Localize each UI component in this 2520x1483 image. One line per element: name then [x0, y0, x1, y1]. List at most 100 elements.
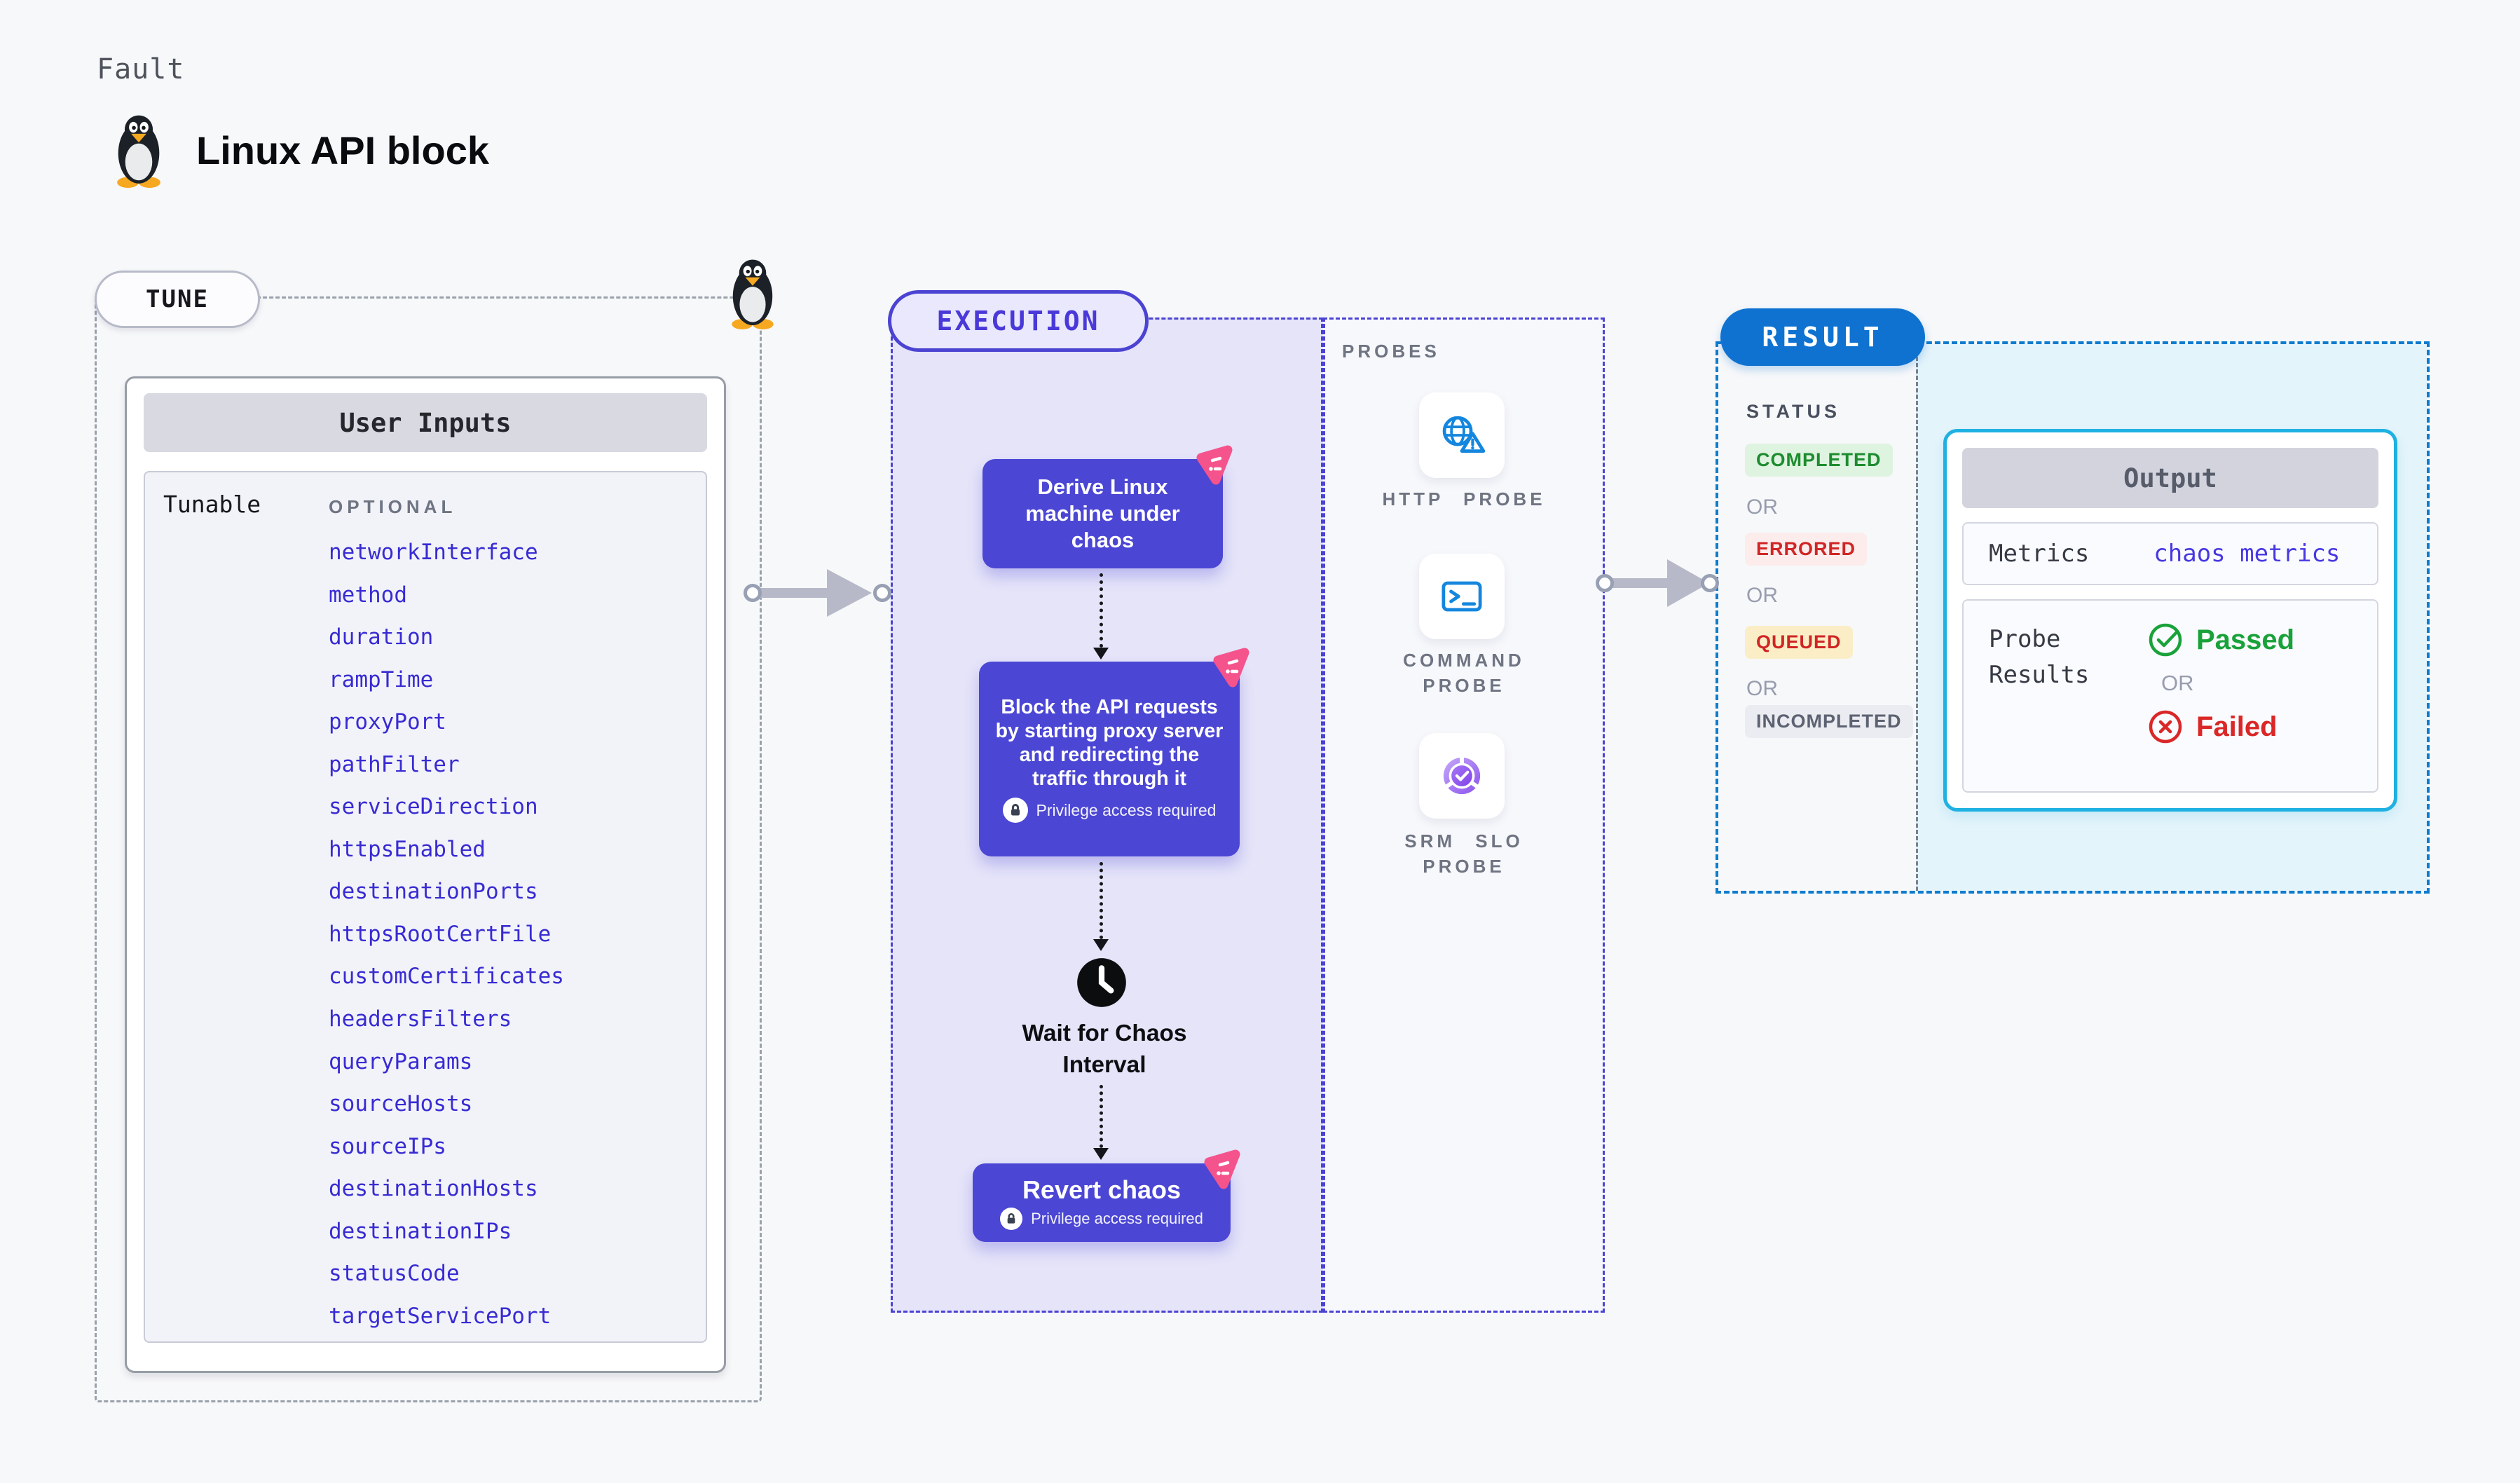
- param-item: destinationIPs: [329, 1218, 512, 1244]
- param-item: destinationHosts: [329, 1176, 538, 1202]
- block-step-text: Block the API requests by starting proxy…: [995, 695, 1224, 791]
- passed-row: Passed: [2147, 622, 2294, 658]
- metrics-row: Metrics chaos metrics: [1962, 522, 2378, 585]
- param-item: statusCode: [329, 1261, 460, 1287]
- probe-results-row: Probe Results Passed OR Failed: [1962, 599, 2378, 793]
- probes-label: PROBES: [1342, 341, 1440, 362]
- privilege-row: Privilege access required: [1002, 798, 1217, 823]
- result-pill-label: RESULT: [1762, 322, 1884, 353]
- flow-connector: [1100, 1085, 1103, 1148]
- connector-endpoint-icon: [1701, 574, 1719, 592]
- slo-gauge-icon: [1443, 756, 1481, 795]
- chaos-logo-icon: [1213, 648, 1249, 688]
- http-probe-card: [1419, 392, 1505, 478]
- or-label: OR: [1746, 584, 1778, 607]
- globe-warning-icon: [1442, 416, 1486, 453]
- revert-step-text: Revert chaos: [1022, 1175, 1182, 1204]
- metrics-value: chaos metrics: [2153, 540, 2341, 568]
- command-probe-card: [1419, 554, 1505, 639]
- metrics-label: Metrics: [1989, 540, 2090, 568]
- status-label: STATUS: [1746, 401, 1840, 422]
- status-badge-queued: QUEUED: [1745, 626, 1853, 659]
- chaos-logo-icon: [1196, 445, 1233, 485]
- param-item: pathFilter: [329, 751, 460, 777]
- user-inputs-card: User Inputs Tunable OPTIONAL networkInte…: [125, 376, 726, 1373]
- x-circle-icon: [2149, 710, 2182, 744]
- probes-panel: PROBES HTTP PROBE COMMAND PROBE: [1323, 317, 1605, 1313]
- execution-section-pill: EXECUTION: [888, 290, 1149, 352]
- param-item: httpsEnabled: [329, 836, 486, 862]
- or-label: OR: [1746, 677, 1778, 700]
- terminal-icon: [1442, 581, 1482, 612]
- tux-penguin-icon: [117, 115, 160, 188]
- lock-icon: [1002, 798, 1028, 823]
- param-item: serviceDirection: [329, 794, 538, 820]
- tux-penguin-small-icon: [732, 259, 774, 329]
- param-item: customCertificates: [329, 964, 564, 990]
- connector-endpoint-icon: [1596, 574, 1614, 592]
- check-circle-icon: [2149, 623, 2182, 657]
- status-badge-completed: COMPLETED: [1745, 444, 1893, 477]
- revert-step-box: Revert chaos Privilege access required: [973, 1149, 1240, 1242]
- or-label: OR: [2161, 671, 2194, 695]
- wait-step-text: Wait for Chaos Interval: [1022, 1020, 1187, 1079]
- derive-step-text: Derive Linux machine under chaos: [1025, 474, 1180, 552]
- param-item: queryParams: [329, 1048, 473, 1074]
- privilege-text: Privilege access required: [1031, 1210, 1203, 1227]
- srm-slo-probe-card: [1419, 733, 1505, 819]
- arrow-down-icon: [1093, 939, 1109, 951]
- param-item: duration: [329, 624, 434, 650]
- param-item: headersFilters: [329, 1006, 512, 1032]
- or-label: OR: [1746, 496, 1778, 519]
- chaos-logo-icon: [1204, 1149, 1240, 1189]
- fault-eyebrow: Fault: [97, 53, 185, 86]
- param-item: sourceHosts: [329, 1091, 473, 1117]
- output-card: Output Metrics chaos metrics Probe Resul…: [1943, 429, 2397, 812]
- param-list: networkInterface method duration rampTim…: [329, 540, 692, 1329]
- tune-section-box: [95, 296, 762, 1402]
- privilege-row: Privilege access required: [1000, 1208, 1203, 1230]
- privilege-text: Privilege access required: [1036, 800, 1217, 819]
- arrow-down-icon: [1093, 648, 1109, 660]
- param-item: destinationPorts: [329, 879, 538, 905]
- probe-results-label: Probe Results: [1989, 625, 2090, 689]
- param-item: proxyPort: [329, 709, 446, 735]
- arrow-down-icon: [1093, 1148, 1109, 1160]
- status-badge-errored: ERRORED: [1745, 533, 1868, 566]
- http-probe-label: HTTP PROBE: [1382, 488, 1546, 510]
- param-item: sourceIPs: [329, 1133, 446, 1159]
- arrow-right-icon: [827, 569, 872, 617]
- connector-line: [759, 588, 836, 598]
- connector-endpoint-icon: [873, 584, 891, 602]
- probe-results-values: Passed OR Failed: [2147, 622, 2294, 791]
- param-item: rampTime: [329, 667, 434, 692]
- flow-connector: [1100, 573, 1103, 648]
- tune-section-pill: TUNE: [95, 271, 260, 328]
- result-section-pill: RESULT: [1720, 308, 1925, 366]
- param-item: httpsRootCertFile: [329, 921, 552, 947]
- command-probe-label: COMMAND PROBE: [1403, 650, 1525, 697]
- connector-line: [1611, 578, 1671, 588]
- tunables-panel: Tunable OPTIONAL networkInterface method…: [144, 471, 707, 1343]
- user-inputs-header: User Inputs: [144, 393, 707, 452]
- optional-tag: OPTIONAL: [329, 496, 457, 517]
- tune-pill-label: TUNE: [146, 285, 209, 313]
- execution-pill-label: EXECUTION: [936, 306, 1100, 336]
- failed-row: Failed: [2147, 709, 2294, 745]
- srm-slo-probe-label: SRM SLO PROBE: [1404, 831, 1523, 877]
- failed-text: Failed: [2196, 711, 2278, 742]
- param-item: method: [329, 582, 407, 608]
- passed-text: Passed: [2196, 624, 2295, 655]
- param-item: networkInterface: [329, 540, 538, 565]
- derive-step-box: Derive Linux machine under chaos: [982, 445, 1233, 568]
- flow-connector: [1100, 862, 1103, 939]
- block-step-box: Block the API requests by starting proxy…: [979, 648, 1249, 856]
- output-card-header: Output: [1962, 448, 2378, 508]
- connector-endpoint-icon: [744, 584, 762, 602]
- status-badge-incompleted: INCOMPLETED: [1745, 705, 1913, 738]
- tunable-row-label: Tunable: [163, 491, 261, 518]
- param-item: targetServicePort: [329, 1303, 552, 1329]
- clock-icon: [1077, 958, 1126, 1007]
- lock-icon: [1000, 1208, 1023, 1230]
